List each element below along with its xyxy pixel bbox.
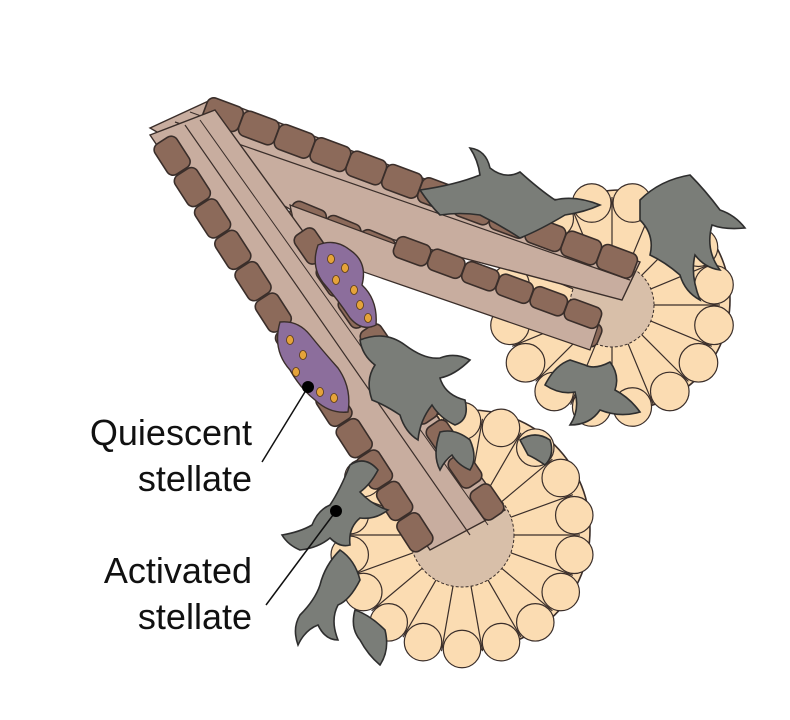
duct-branch — [289, 204, 603, 351]
acinar-cell — [481, 622, 521, 662]
acinar-cell — [694, 305, 734, 346]
acinar-cell — [541, 572, 581, 612]
duct-epithelial-cell — [335, 417, 373, 459]
duct-epithelial-cell — [563, 298, 603, 330]
acinar-cell — [678, 342, 719, 383]
activated-marker — [330, 505, 342, 517]
acinar-cell-border — [350, 552, 414, 576]
acinar-cell — [403, 622, 443, 662]
duct-epithelial-cell — [173, 166, 212, 208]
duct-epithelial-cell — [595, 243, 639, 279]
acinar-cell-border — [510, 494, 574, 518]
activated-label-line2: stellate — [137, 596, 252, 637]
acinar-cell-border — [501, 567, 553, 612]
activated-stellate-label: Activated stellate — [104, 548, 252, 640]
quiescent-marker — [302, 381, 314, 393]
quiescent-label-line1: Quiescent — [89, 412, 252, 453]
quiescent-leader — [261, 381, 314, 463]
acinar-cell-border — [487, 432, 522, 491]
acinar-cell-border — [650, 320, 713, 347]
duct-epithelial-cell — [153, 135, 191, 176]
quiescent-stellate-label: Quiescent stellate — [90, 410, 252, 502]
duct-epithelial-cell — [469, 483, 505, 521]
acinar-cell — [649, 371, 690, 412]
acinar-cell-border — [510, 552, 574, 576]
acinar-cell — [481, 408, 521, 448]
acinar-cell-border — [470, 586, 484, 652]
duct-epithelial-cell — [234, 260, 272, 302]
acinar-cell — [541, 458, 581, 498]
acinar-cell — [554, 495, 594, 535]
quiescent-stellate-cell — [276, 241, 377, 413]
acinar-cell — [442, 629, 482, 669]
acinar-cell — [694, 264, 734, 305]
acinar-cell-border — [371, 567, 423, 612]
acinar-cell-border — [402, 579, 437, 638]
acinar-cell — [505, 342, 546, 383]
acinar-cell-border — [487, 579, 522, 638]
quiescent-label-line2: stellate — [137, 458, 252, 499]
acinar-cell-border — [627, 343, 654, 406]
acinar-cell — [515, 603, 555, 642]
acinar-cell-border — [501, 458, 553, 503]
duct-epithelial-cell — [193, 198, 232, 239]
acinar-cell-border — [440, 586, 454, 652]
activated-label-line1: Activated — [103, 550, 252, 591]
duct-epithelial-cell — [396, 512, 434, 553]
lipid-droplets — [286, 254, 372, 403]
acinar-cell — [554, 535, 594, 575]
acinar-cell-border — [641, 334, 689, 382]
duct-epithelial-cell — [214, 229, 252, 271]
activated-leader — [265, 505, 342, 606]
